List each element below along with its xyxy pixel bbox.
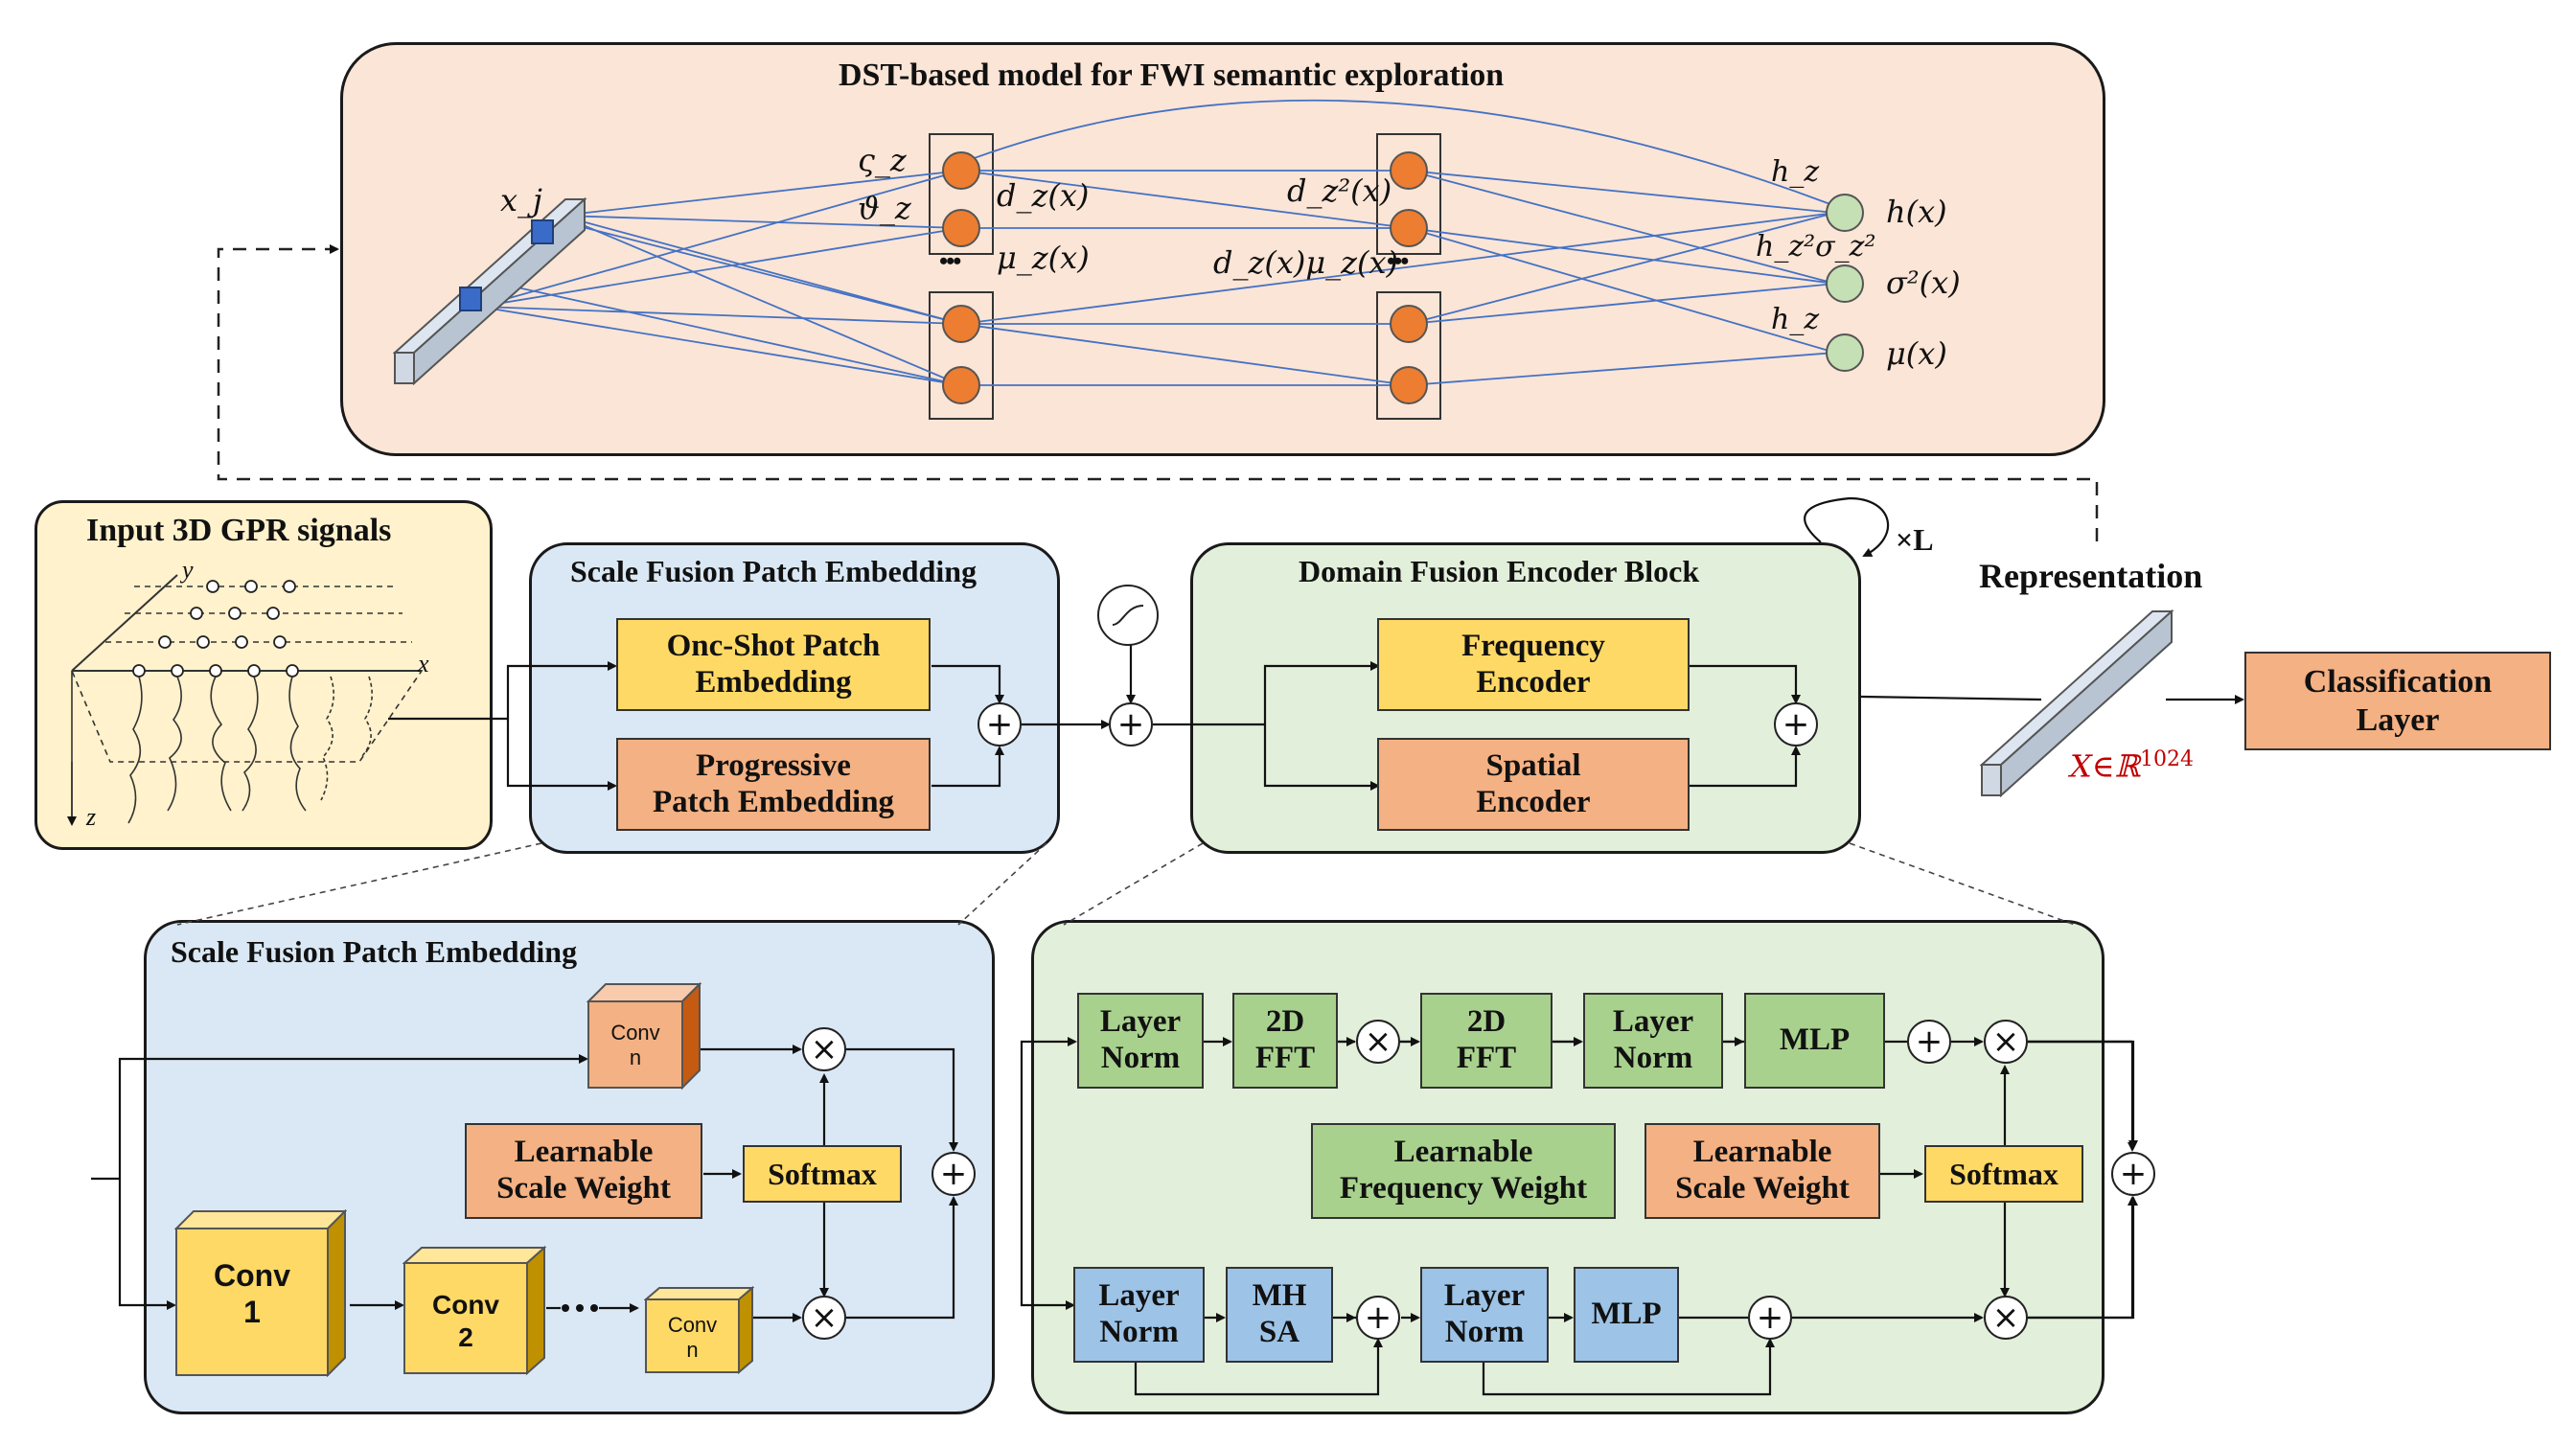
representation-label: Representation	[1979, 557, 2203, 595]
node-green	[1826, 194, 1864, 232]
axis-y-label: y	[182, 556, 194, 584]
frequency-encoder: Frequency Encoder	[1377, 618, 1690, 711]
layer-norm-top-1: Layer Norm	[1077, 993, 1204, 1089]
node-orange	[1390, 305, 1428, 343]
node-green	[1826, 333, 1864, 372]
softmax-box-dfe: Softmax	[1924, 1145, 2083, 1203]
vector-symbol: X∈ℝ	[2070, 747, 2141, 785]
representation-vector-bar	[1979, 609, 2174, 798]
output-h: h(x)	[1886, 194, 1947, 230]
output-sigma2: σ²(x)	[1886, 264, 1961, 301]
conv-n-top-label: Conv n	[610, 1021, 660, 1070]
times-icon: ×	[1984, 1020, 2028, 1064]
activation-icon	[1097, 585, 1159, 646]
times-icon: ×	[802, 1296, 846, 1340]
one-shot-patch-embedding: Onc-Shot Patch Embedding	[616, 618, 931, 711]
node-orange	[942, 366, 980, 404]
mlp-bottom: MLP	[1574, 1267, 1679, 1363]
progressive-patch-embedding: Progressive Patch Embedding	[616, 738, 931, 831]
conv-2-label: Conv 2	[432, 1290, 499, 1352]
label-dz: d_z(x)	[997, 177, 1090, 214]
node-orange	[942, 305, 980, 343]
conv-2-cube	[402, 1246, 546, 1375]
label-hz2-sigmaz2: h_z²σ_z²	[1756, 230, 1876, 264]
fft-2d-top-2: 2D FFT	[1420, 993, 1552, 1089]
classification-layer: Classification Layer	[2244, 652, 2551, 750]
plus-icon: +	[1774, 702, 1818, 746]
plus-icon: +	[2111, 1152, 2155, 1196]
label-hz: h_z	[1771, 155, 1820, 189]
learnable-scale-weight: Learnable Scale Weight	[465, 1123, 702, 1219]
mlp-top: MLP	[1744, 993, 1885, 1089]
dfe-title: Domain Fusion Encoder Block	[1299, 554, 1700, 588]
dst-title: DST-based model for FWI semantic explora…	[839, 57, 1505, 93]
times-icon: ×	[802, 1027, 846, 1071]
ellipsis: •••	[939, 247, 961, 275]
input-title: Input 3D GPR signals	[86, 513, 392, 548]
label-dz-muz: d_z(x)μ_z(x)	[1213, 244, 1399, 281]
node-orange	[942, 151, 980, 190]
conv-1-label: Conv 1	[214, 1258, 290, 1330]
node-green	[1826, 264, 1864, 303]
label-varsigma-z: ς_z	[858, 142, 907, 178]
axis-x-label: x	[418, 650, 429, 678]
output-mu: μ(x)	[1886, 335, 1947, 372]
fft-2d-top-1: 2D FFT	[1232, 993, 1338, 1089]
times-icon: ×	[1356, 1020, 1400, 1064]
label-hz: h_z	[1771, 303, 1820, 336]
layer-norm-top-2: Layer Norm	[1583, 993, 1723, 1089]
conv-n-bottom-label: Conv n	[667, 1313, 718, 1363]
conv-n-top-cube	[586, 982, 702, 1091]
plus-icon: +	[1109, 702, 1153, 746]
plus-icon: +	[1748, 1296, 1792, 1340]
plus-icon: +	[978, 702, 1022, 746]
input-vector-bar	[393, 196, 587, 386]
repeat-count: ×L	[1896, 522, 1934, 557]
input-panel	[34, 500, 493, 850]
node-orange	[942, 209, 980, 247]
times-icon: ×	[1984, 1296, 2028, 1340]
input-label-xj: x_j	[500, 182, 542, 218]
learnable-frequency-weight: Learnable Frequency Weight	[1311, 1123, 1616, 1219]
ellipsis: •••	[1387, 247, 1409, 275]
plus-icon: +	[932, 1152, 976, 1196]
plus-icon: +	[1907, 1020, 1951, 1064]
vector-dim: 1024	[2140, 747, 2195, 771]
representation-vector-label: X∈ℝ1024	[2070, 747, 2194, 785]
label-muz: μ_z(x)	[997, 240, 1090, 276]
softmax-box: Softmax	[743, 1145, 902, 1203]
layer-norm-bottom-1: Layer Norm	[1073, 1267, 1205, 1363]
node-orange	[1390, 366, 1428, 404]
node-orange	[1390, 209, 1428, 247]
conv-1-cube	[174, 1209, 347, 1377]
plus-icon: +	[1356, 1296, 1400, 1340]
label-vartheta-z: ϑ_z	[858, 190, 911, 226]
label-dz-squared: d_z²(x)	[1287, 172, 1392, 209]
sfpe-title: Scale Fusion Patch Embedding	[570, 554, 978, 588]
axis-z-label: z	[86, 803, 97, 831]
mhsa-box: MH SA	[1226, 1267, 1333, 1363]
layer-norm-bottom-2: Layer Norm	[1420, 1267, 1549, 1363]
node-orange	[1390, 151, 1428, 190]
dst-panel	[340, 42, 2105, 456]
learnable-scale-weight-dfe: Learnable Scale Weight	[1644, 1123, 1880, 1219]
spatial-encoder: Spatial Encoder	[1377, 738, 1690, 831]
conv-n-bottom-cube	[644, 1286, 754, 1374]
sfpe-detail-title: Scale Fusion Patch Embedding	[171, 934, 578, 969]
